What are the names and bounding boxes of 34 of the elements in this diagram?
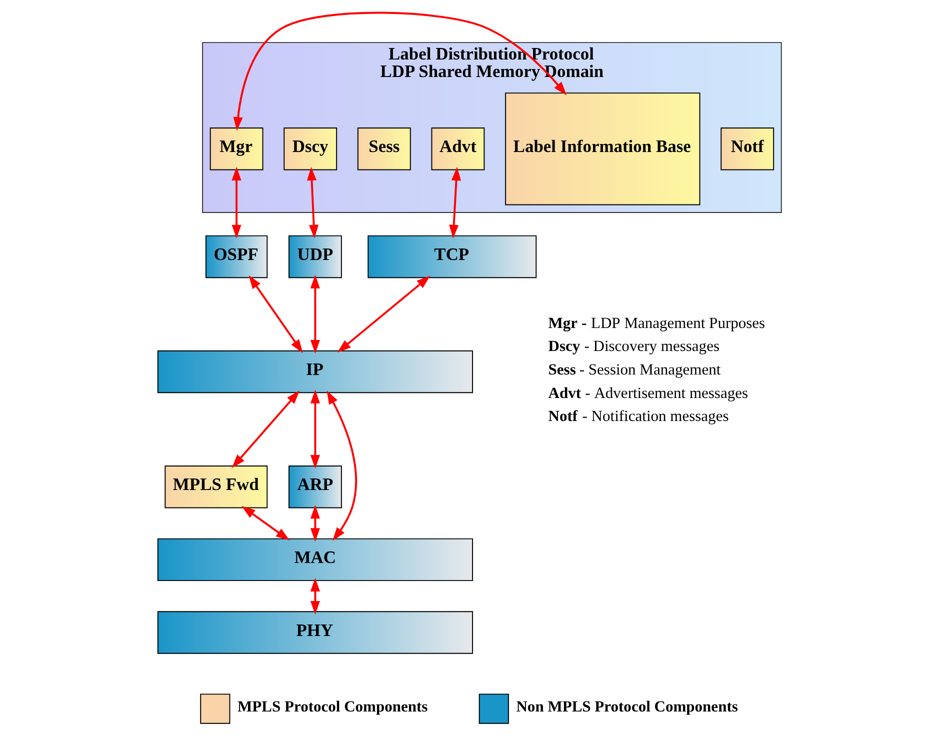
label: Mgr - LDP Management Purposes bbox=[548, 314, 765, 332]
node-box: Dscy bbox=[283, 128, 337, 170]
arrow bbox=[310, 578, 320, 615]
arrow bbox=[248, 275, 302, 354]
arrow bbox=[310, 505, 320, 542]
arrow bbox=[231, 166, 241, 238]
node-box: MAC bbox=[156, 538, 473, 582]
label: Sess - Session Management bbox=[548, 362, 720, 378]
node-box: ARP bbox=[288, 466, 342, 508]
arrow bbox=[306, 166, 318, 238]
node-box: IP bbox=[156, 350, 473, 394]
node-box: UDP bbox=[288, 235, 342, 278]
node-box: OSPF bbox=[204, 235, 268, 278]
node-box: Mgr bbox=[209, 128, 263, 170]
node-box: TCP bbox=[367, 235, 536, 278]
arrow bbox=[232, 12, 566, 131]
arrow bbox=[241, 506, 290, 540]
arrow bbox=[310, 390, 320, 469]
node-box: MPLS Fwd bbox=[164, 466, 268, 508]
node-box: Notf bbox=[720, 128, 774, 170]
label: Notf - Notification messages bbox=[548, 408, 728, 426]
arrow bbox=[336, 276, 430, 353]
label: Dscy - Discovery messages bbox=[548, 338, 719, 356]
legend-label: MPLS Protocol Components bbox=[237, 698, 428, 716]
arrow bbox=[231, 390, 300, 468]
node-box: Label Information Base bbox=[504, 92, 700, 206]
label: Advt - Advertisement messages bbox=[548, 384, 748, 402]
arrow bbox=[326, 390, 357, 541]
node-box: Advt bbox=[430, 128, 484, 170]
arrow bbox=[310, 274, 320, 354]
arrow bbox=[448, 166, 461, 238]
node-box: PHY bbox=[156, 611, 473, 654]
node-box: Sess bbox=[356, 128, 410, 170]
legend-label: Non MPLS Protocol Components bbox=[516, 698, 738, 716]
